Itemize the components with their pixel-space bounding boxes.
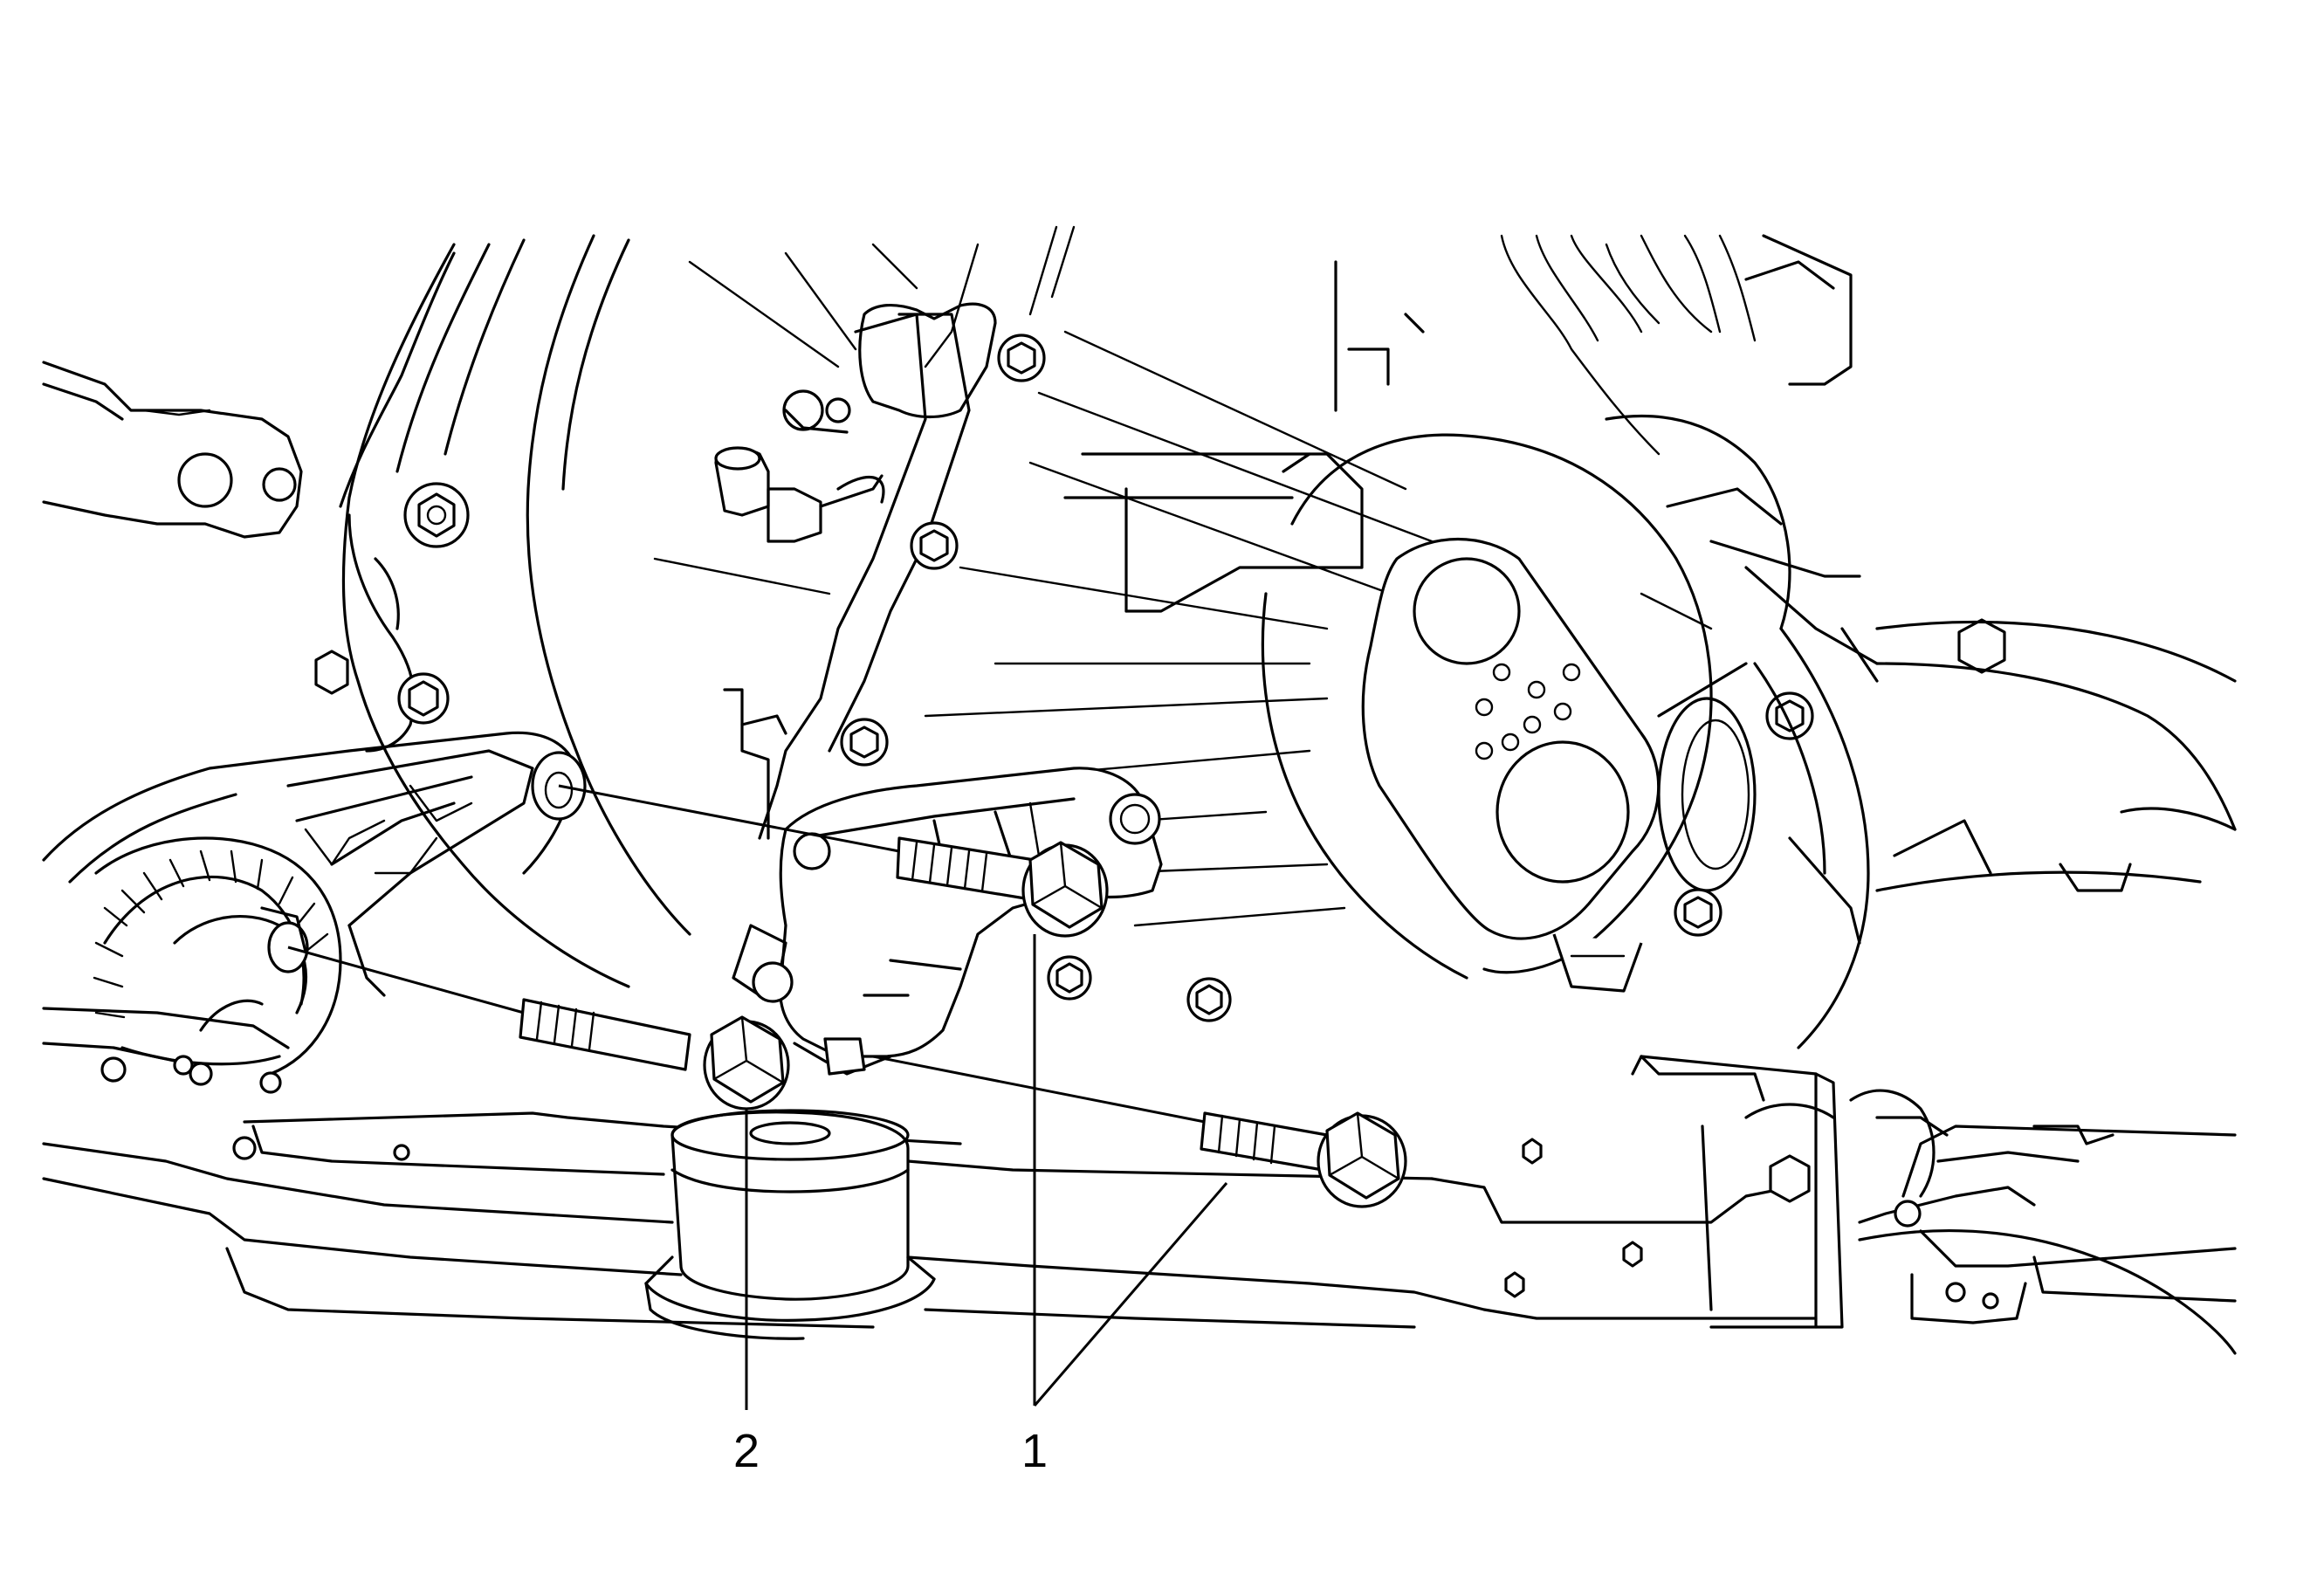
hex-bolt-icon — [1674, 888, 1722, 937]
hex-bolt-icon — [1047, 955, 1092, 1001]
leader-lines — [745, 934, 1228, 1410]
mount-bracket — [732, 767, 1163, 1076]
lower-right-mount-bolt — [872, 1055, 1407, 1208]
mount-bolts — [287, 784, 1407, 1208]
hex-bolt-icon — [403, 482, 470, 548]
left-control-arm — [42, 361, 303, 539]
hex-bolt-icon — [314, 650, 349, 695]
hex-bolt-icon — [997, 334, 1046, 382]
upper-mount-bolt — [558, 784, 1109, 938]
bushing-ribs — [93, 849, 329, 1019]
transmission-housing — [339, 225, 1434, 988]
hex-bolt-icon — [397, 672, 450, 725]
hex-bolt-icon — [910, 521, 959, 570]
hex-bolt-icon — [1186, 977, 1232, 1022]
side-cover — [1261, 433, 1757, 993]
left-mount — [42, 731, 587, 1076]
hex-bolt-icon — [1769, 1154, 1811, 1203]
callout-label-2: 2 — [733, 1425, 760, 1477]
port-holes — [1475, 663, 1581, 760]
hex-bolt-icon — [1957, 618, 2006, 674]
callout-label-1: 1 — [1021, 1425, 1048, 1477]
hex-bolt-icon — [1765, 691, 1814, 740]
subframe — [42, 1007, 2237, 1355]
lower-mount-bolt — [287, 946, 790, 1111]
callout-labels: 2 1 — [733, 1425, 1048, 1477]
hex-bolt-icon — [840, 718, 889, 767]
right-upper-structure — [1334, 234, 2237, 1049]
